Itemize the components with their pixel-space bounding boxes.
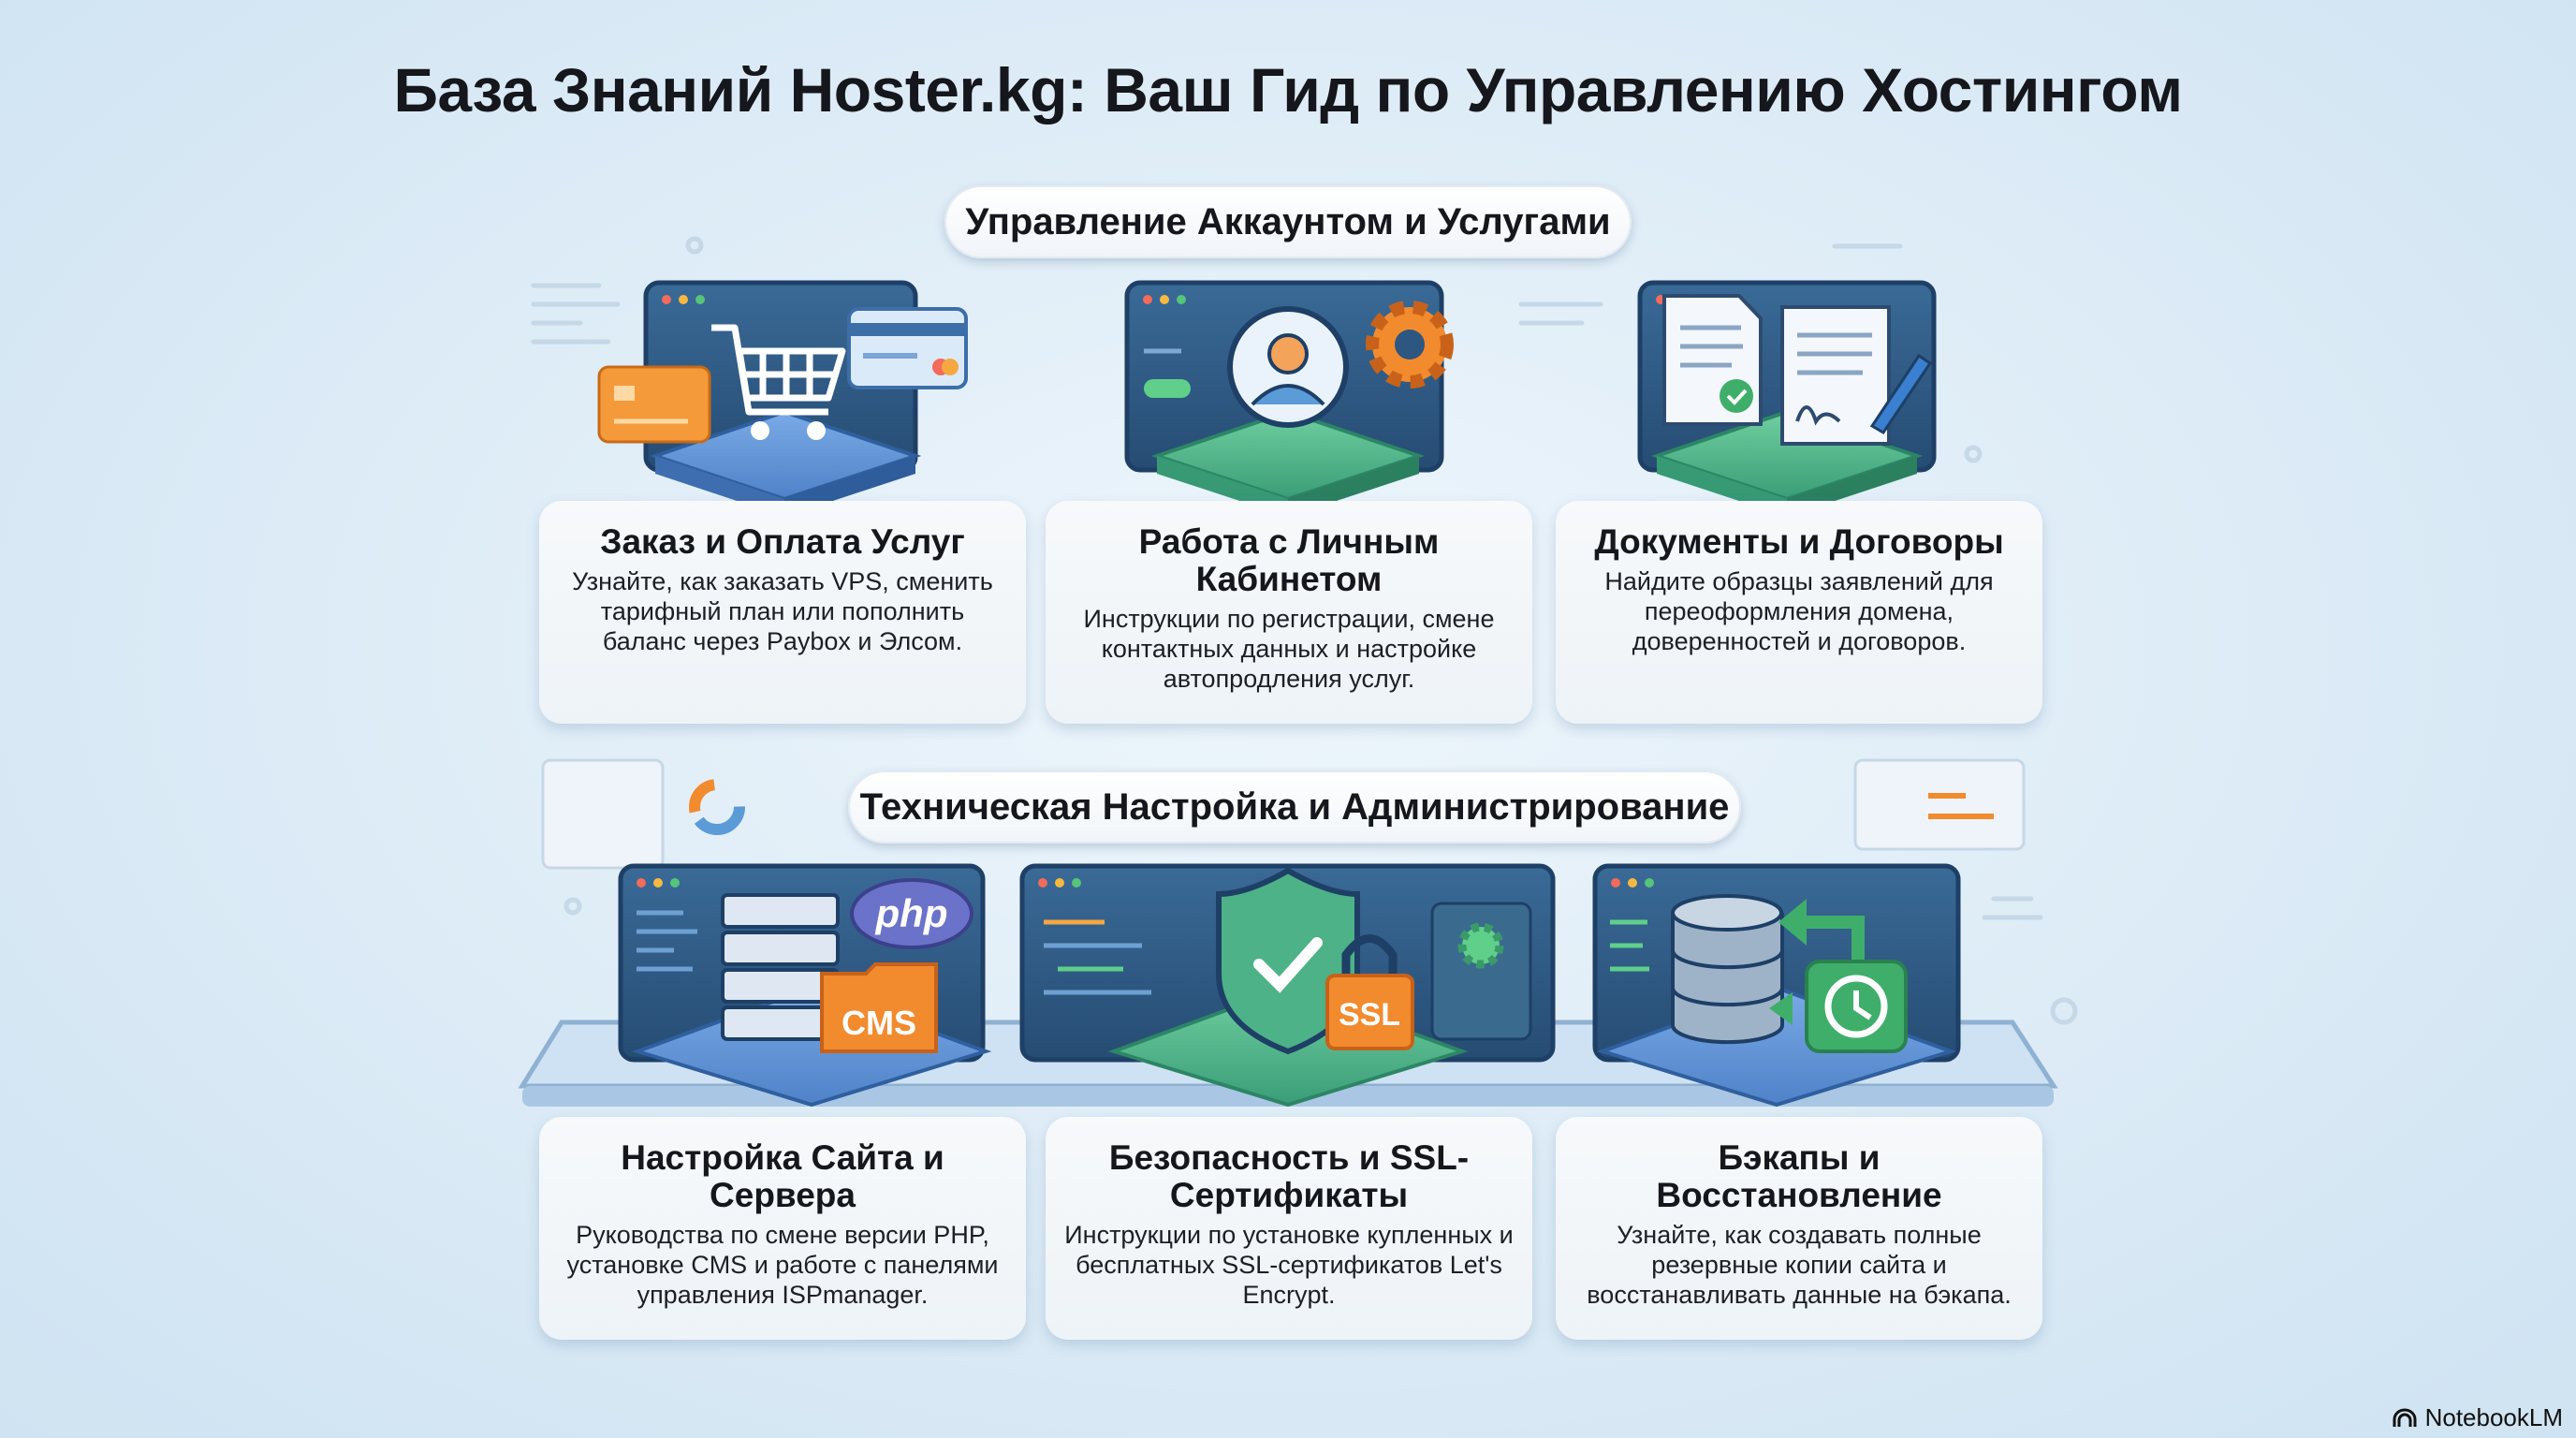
profile-illustration-icon bbox=[1124, 280, 1454, 517]
decor bbox=[531, 236, 2078, 1025]
card-text: Узнайте, как заказать VPS, сменить тариф… bbox=[572, 567, 993, 655]
card-text: Найдите образцы заявлений для переоформл… bbox=[1604, 567, 1994, 655]
card-title: Заказ и Оплата Услуг bbox=[600, 522, 965, 561]
card-title: Бэкапы и Восстановление bbox=[1656, 1138, 1942, 1214]
cms-label: CMS bbox=[842, 1004, 916, 1042]
backup-restore-illustration-icon bbox=[1592, 863, 1961, 1108]
php-logo: php bbox=[875, 891, 948, 935]
section-label-account: Управление Аккаунтом и Услугами bbox=[944, 185, 1632, 258]
card-title: Настройка Сайта и Сервера bbox=[621, 1138, 944, 1214]
notebooklm-logo-icon bbox=[2393, 1408, 2417, 1427]
card-text: Инструкции по установке купленных и бесп… bbox=[1064, 1221, 1514, 1309]
card-backups: Бэкапы и Восстановление Узнайте, как соз… bbox=[1556, 1117, 2042, 1340]
notebooklm-brand: NotebookLM bbox=[2392, 1403, 2563, 1432]
card-security-ssl: Безопасность и SSL-Сертификаты Инструкци… bbox=[1046, 1117, 1532, 1340]
cart-illustration-icon bbox=[597, 280, 968, 517]
card-documents: Документы и Договоры Найдите образцы зая… bbox=[1556, 501, 2042, 724]
card-site-server-setup: Настройка Сайта и Сервера Руководства по… bbox=[539, 1117, 1026, 1340]
ssl-label: SSL bbox=[1339, 997, 1400, 1033]
card-text: Узнайте, как создавать полные резервные … bbox=[1587, 1221, 2012, 1309]
server-cms-illustration-icon: php CMS bbox=[618, 863, 992, 1108]
brand-label: NotebookLM bbox=[2424, 1403, 2563, 1431]
section-label-technical: Техническая Настройка и Администрировани… bbox=[848, 770, 1741, 844]
security-ssl-illustration-icon: SSL bbox=[1019, 863, 1556, 1108]
card-text: Руководства по смене версии PHP, установ… bbox=[566, 1221, 999, 1309]
documents-illustration-icon bbox=[1637, 280, 1937, 517]
card-personal-account: Работа с Личным Кабинетом Инструкции по … bbox=[1046, 501, 1532, 724]
card-title: Работа с Личным Кабинетом bbox=[1138, 522, 1440, 598]
card-orders-payments: Заказ и Оплата Услуг Узнайте, как заказа… bbox=[539, 501, 1026, 724]
card-title: Безопасность и SSL-Сертификаты bbox=[1108, 1138, 1470, 1214]
card-title: Документы и Договоры bbox=[1594, 522, 2004, 561]
page-title: База Знаний Hoster.kg: Ваш Гид по Управл… bbox=[393, 55, 2183, 125]
card-text: Инструкции по регистрации, смене контакт… bbox=[1083, 605, 1495, 693]
